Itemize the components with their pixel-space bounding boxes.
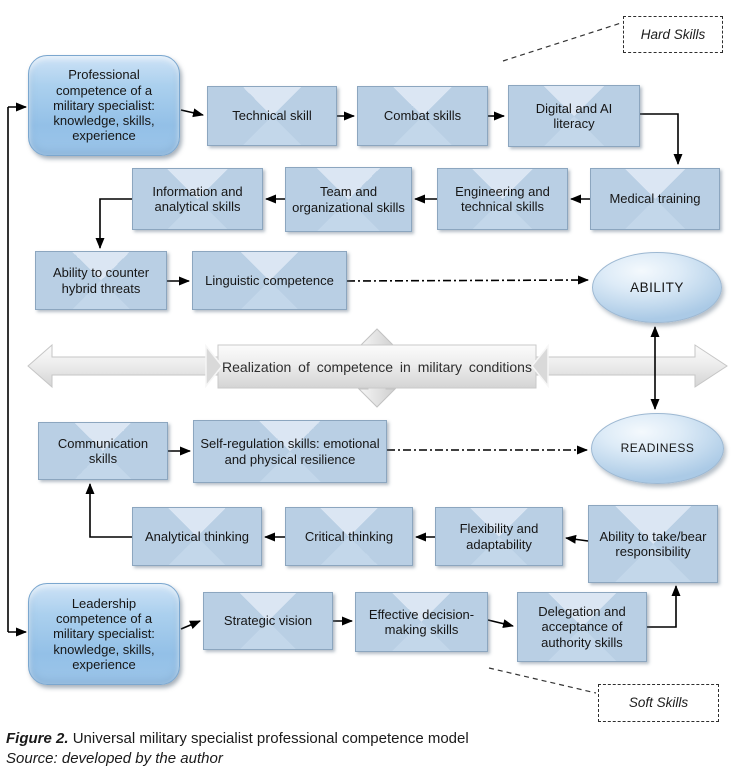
node-linguistic-competence: Linguistic competence bbox=[192, 251, 347, 310]
node-label: Critical thinking bbox=[304, 528, 394, 544]
node-label: Communication skills bbox=[57, 435, 149, 466]
node-label: Medical training bbox=[609, 191, 701, 207]
soft-skills-text: Soft Skills bbox=[628, 695, 689, 711]
figure-number: Figure 2. bbox=[6, 730, 69, 747]
node-flexibility-adaptability: Flexibility and adaptability bbox=[435, 507, 563, 566]
node-label: Technical skill bbox=[232, 108, 312, 124]
node-strategic-vision: Strategic vision bbox=[203, 592, 333, 650]
node-label: Strategic vision bbox=[223, 613, 313, 629]
arrow-digital-medical bbox=[640, 113, 683, 165]
center-arrow-band bbox=[217, 344, 537, 389]
node-label: Effective decision-making skills bbox=[368, 606, 475, 637]
node-label: Ability to take/bear responsibility bbox=[599, 528, 707, 559]
node-label: ABILITY bbox=[630, 279, 684, 295]
node-label: Information and analytical skills bbox=[152, 183, 243, 214]
node-label: READINESS bbox=[620, 441, 695, 456]
caption-line: Figure 2. Universal military specialist … bbox=[6, 729, 469, 749]
node-leadership-competence: Leadership competence of a military spec… bbox=[28, 583, 180, 685]
node-label: Leadership competence of a military spec… bbox=[53, 595, 155, 672]
arrow-delegation-responsibility bbox=[647, 585, 681, 628]
node-professional-competence: Professional competence of a military sp… bbox=[28, 55, 180, 156]
band-left-chevron bbox=[205, 343, 223, 389]
arrow-linguistic-ability bbox=[346, 275, 589, 285]
node-label: Linguistic competence bbox=[205, 272, 334, 288]
node-effective-decision-making: Effective decision-making skills bbox=[355, 592, 488, 652]
arrow-analytical-communication bbox=[85, 483, 132, 538]
arrow-information-hybrid bbox=[95, 198, 132, 249]
node-technical-skill: Technical skill bbox=[207, 86, 337, 146]
band-right-chevron bbox=[531, 343, 549, 389]
node-label: Digital and AI literacy bbox=[535, 100, 613, 131]
node-label: Engineering and technical skills bbox=[455, 183, 550, 214]
node-engineering-technical-skills: Engineering and technical skills bbox=[437, 168, 568, 230]
node-label: Flexibility and adaptability bbox=[459, 521, 539, 552]
node-critical-thinking: Critical thinking bbox=[285, 507, 413, 566]
node-communication-skills: Communication skills bbox=[38, 422, 168, 480]
arrow-professional-technical bbox=[180, 108, 204, 118]
arrow-responsibility-flexibility bbox=[565, 534, 589, 544]
node-delegation-authority-skills: Delegation and acceptance of authority s… bbox=[517, 592, 647, 662]
soft-skills-label: Soft Skills bbox=[598, 684, 719, 722]
node-label: Self-regulation skills: emotional and ph… bbox=[200, 436, 380, 467]
node-digital-ai-literacy: Digital and AI literacy bbox=[508, 85, 640, 147]
node-label: Delegation and acceptance of authority s… bbox=[538, 604, 626, 650]
figure-caption: Figure 2. Universal military specialist … bbox=[6, 729, 469, 768]
hard-skills-label: Hard Skills bbox=[623, 16, 723, 53]
node-self-regulation-skills: Self-regulation skills: emotional and ph… bbox=[193, 420, 387, 483]
node-combat-skills: Combat skills bbox=[357, 86, 488, 146]
node-readiness-ellipse: READINESS bbox=[591, 413, 724, 484]
node-ability-ellipse: ABILITY bbox=[592, 252, 722, 323]
node-medical-training: Medical training bbox=[590, 168, 720, 230]
arrow-leadership-strategic bbox=[180, 620, 201, 630]
figure-title: Universal military specialist profession… bbox=[72, 730, 469, 747]
hard-skills-text: Hard Skills bbox=[640, 26, 706, 42]
node-label: Team and organizational skills bbox=[292, 184, 405, 215]
node-take-bear-responsibility: Ability to take/bear responsibility bbox=[588, 505, 718, 583]
node-label: Analytical thinking bbox=[144, 528, 250, 544]
center-arrow-label: Realization of competence in military co… bbox=[222, 358, 532, 375]
node-label: Professional competence of a military sp… bbox=[53, 67, 155, 144]
soft-skills-leader-line bbox=[488, 667, 597, 694]
arrow-effective-delegation bbox=[487, 619, 514, 629]
node-team-organizational-skills: Team and organizational skills bbox=[285, 167, 412, 232]
node-counter-hybrid-threats: Ability to counter hybrid threats bbox=[35, 251, 167, 310]
node-label: Combat skills bbox=[383, 108, 462, 124]
source-line: Source: developed by the author bbox=[6, 749, 223, 767]
black-connectors bbox=[7, 102, 683, 637]
node-analytical-thinking: Analytical thinking bbox=[132, 507, 262, 566]
node-label: Ability to counter hybrid threats bbox=[52, 265, 150, 296]
node-information-analytical-skills: Information and analytical skills bbox=[132, 168, 263, 230]
hard-skills-leader-line bbox=[502, 22, 622, 62]
